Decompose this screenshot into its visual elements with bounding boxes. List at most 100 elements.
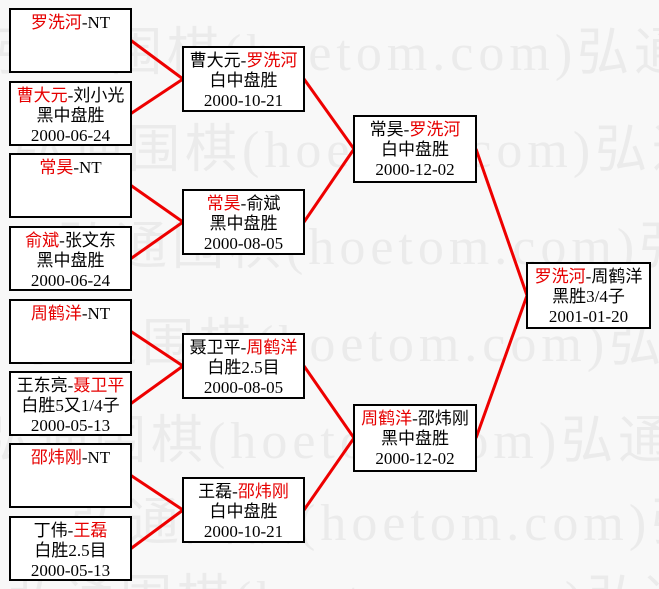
players-separator: - xyxy=(240,194,247,213)
match-players: 周鹤洋-邵炜刚 xyxy=(355,409,475,429)
match-result: 黑胜3/4子 xyxy=(552,287,625,306)
match-date: 2000-08-05 xyxy=(203,378,284,397)
player1-name: 罗洗河 xyxy=(30,13,82,32)
match-result: 黑中盘胜 xyxy=(36,106,105,125)
player1-name: 周鹤洋 xyxy=(30,304,82,323)
connector-line xyxy=(130,330,184,368)
match-players: 曹大元-刘小光 xyxy=(11,86,130,106)
match-box: 周鹤洋-邵炜刚 黑中盘胜 2000-12-02 xyxy=(353,404,477,472)
player2-name: 邵炜刚 xyxy=(417,409,469,428)
players-separator: - xyxy=(403,120,410,139)
connector-line xyxy=(130,474,184,512)
players-separator: - xyxy=(81,448,88,467)
player2-name: NT xyxy=(87,13,111,32)
player1-name: 王磊 xyxy=(198,482,233,501)
player2-name: 罗洗河 xyxy=(409,120,461,139)
match-date: 2000-08-05 xyxy=(203,234,284,253)
players-separator: - xyxy=(240,51,247,70)
player2-name: 罗洗河 xyxy=(246,51,298,70)
match-box: 曹大元-罗洗河 白中盘胜 2000-10-21 xyxy=(182,46,305,112)
final-match-box: 罗洗河-周鹤洋 黑胜3/4子 2001-01-20 xyxy=(526,262,651,329)
player2-name: 王磊 xyxy=(73,521,108,540)
match-box: 常昊-罗洗河 白中盘胜 2000-12-02 xyxy=(353,115,477,183)
player1-name: 常昊 xyxy=(39,158,74,177)
match-date xyxy=(11,344,130,364)
player1-name: 罗洗河 xyxy=(534,267,586,286)
match-players: 王东亮-聂卫平 xyxy=(11,376,130,396)
connector-line xyxy=(302,365,356,439)
connector-line xyxy=(130,508,184,550)
connector-line xyxy=(474,294,529,439)
player2-name: 俞斌 xyxy=(246,194,281,213)
match-date: 2000-06-24 xyxy=(30,271,111,290)
player2-name: 邵炜刚 xyxy=(237,482,289,501)
match-box: 俞斌-张文东 黑中盘胜 2000-06-24 xyxy=(9,226,132,291)
connector-line xyxy=(302,78,356,150)
match-result xyxy=(11,178,130,198)
match-result: 黑中盘胜 xyxy=(381,429,449,448)
player2-name: 周鹤洋 xyxy=(591,267,643,286)
match-result xyxy=(11,324,130,344)
match-result: 白胜5又1/4子 xyxy=(21,396,120,415)
player1-name: 常昊 xyxy=(369,120,404,139)
match-result: 白中盘胜 xyxy=(209,502,278,521)
connector-line xyxy=(130,184,184,224)
match-players: 俞斌-张文东 xyxy=(11,231,130,251)
match-players: 常昊-俞斌 xyxy=(184,194,303,214)
match-result xyxy=(11,468,130,488)
connector-line xyxy=(130,364,184,405)
players-separator: - xyxy=(67,376,74,395)
match-box: 聂卫平-周鹤洋 白胜2.5目 2000-08-05 xyxy=(182,333,305,399)
player1-name: 俞斌 xyxy=(25,231,60,250)
match-date: 2000-05-13 xyxy=(30,416,111,435)
match-date: 2000-05-13 xyxy=(30,561,111,580)
player2-name: NT xyxy=(87,448,111,467)
match-result: 白中盘胜 xyxy=(209,71,278,90)
match-players: 丁伟-王磊 xyxy=(11,521,130,541)
player2-name: NT xyxy=(79,158,102,177)
match-date xyxy=(11,488,130,508)
match-result: 黑中盘胜 xyxy=(36,251,105,270)
connector-line xyxy=(474,148,529,296)
match-players: 罗洗河-周鹤洋 xyxy=(528,267,649,287)
player2-name: NT xyxy=(87,304,111,323)
match-date: 2000-12-02 xyxy=(375,449,455,468)
watermark-text: 弘通围棋(hoetom.com)弘通围棋(hoetom.com) xyxy=(6,575,659,589)
match-box: 曹大元-刘小光 黑中盘胜 2000-06-24 xyxy=(9,81,132,146)
player1-name: 常昊 xyxy=(206,194,241,213)
player1-name: 邵炜刚 xyxy=(30,448,82,467)
match-players: 常昊-罗洗河 xyxy=(355,120,475,140)
connector-line xyxy=(302,148,356,223)
players-separator: - xyxy=(73,158,79,177)
match-box: 常昊-NT xyxy=(9,153,132,218)
players-separator: - xyxy=(81,304,88,323)
connector-line xyxy=(130,220,184,260)
players-separator: - xyxy=(81,13,88,32)
players-separator: - xyxy=(585,267,592,286)
match-result xyxy=(11,33,130,53)
match-box: 罗洗河-NT xyxy=(9,8,132,73)
match-result: 白胜2.5目 xyxy=(34,541,107,560)
player1-name: 曹大元 xyxy=(189,51,241,70)
match-players: 常昊-NT xyxy=(11,158,130,178)
match-box: 常昊-俞斌 黑中盘胜 2000-08-05 xyxy=(182,189,305,255)
player2-name: 聂卫平 xyxy=(73,376,125,395)
match-players: 罗洗河-NT xyxy=(11,13,130,33)
match-date: 2000-10-21 xyxy=(203,522,284,541)
players-separator: - xyxy=(232,482,238,501)
match-date xyxy=(11,198,130,218)
match-players: 聂卫平-周鹤洋 xyxy=(184,338,303,358)
match-date: 2000-06-24 xyxy=(30,126,111,145)
match-players: 曹大元-罗洗河 xyxy=(184,51,303,71)
match-date: 2000-10-21 xyxy=(203,91,284,110)
match-result: 白胜2.5目 xyxy=(207,358,280,377)
player1-name: 周鹤洋 xyxy=(361,409,413,428)
match-box: 周鹤洋-NT xyxy=(9,299,132,364)
players-separator: - xyxy=(240,338,247,357)
connector-line xyxy=(302,437,356,511)
players-separator: - xyxy=(67,86,74,105)
player2-name: 周鹤洋 xyxy=(246,338,298,357)
match-players: 王磊-邵炜刚 xyxy=(184,482,303,502)
